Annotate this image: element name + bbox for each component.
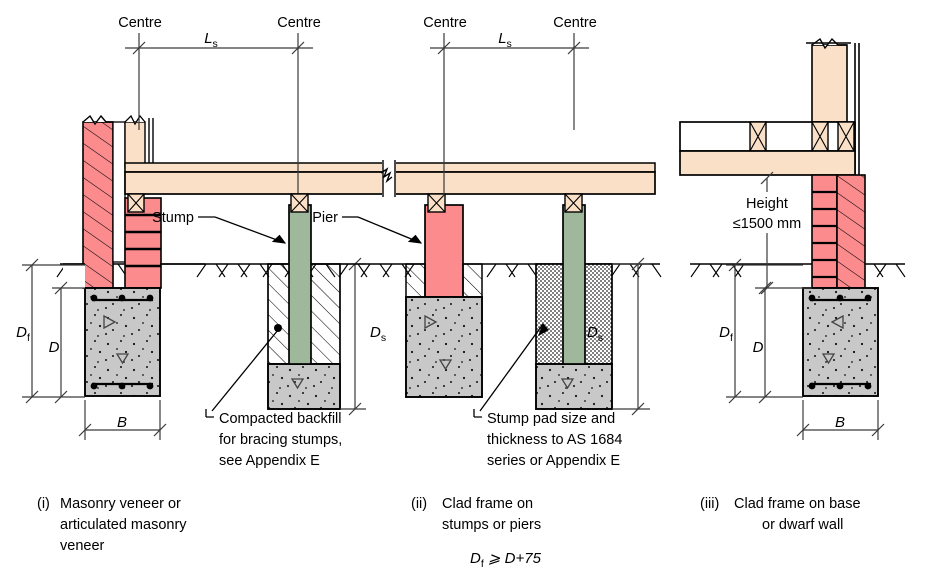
dim-label-centre-right-1: Centre bbox=[277, 15, 321, 31]
floor-joist-zone bbox=[679, 121, 856, 176]
dim-label-df-3: Df bbox=[719, 324, 733, 344]
wall-frame-timber bbox=[124, 114, 154, 168]
dim-label-ds-2: Ds bbox=[587, 324, 603, 344]
dim-d-3 bbox=[758, 281, 772, 404]
caption-ii-line1: Clad frame on bbox=[442, 496, 533, 512]
note-backfill-line2: for bracing stumps, bbox=[219, 432, 342, 448]
bearer-right bbox=[679, 150, 856, 176]
strip-footing-right bbox=[802, 287, 879, 397]
note-stump-pad-line1: Stump pad size and bbox=[487, 411, 615, 427]
caption-iii-line1: Clad frame on base bbox=[734, 496, 861, 512]
stump-with-pad-assembly bbox=[473, 193, 613, 418]
dim-span-ls-2 bbox=[430, 41, 589, 55]
panel-clad-frame-stumps-piers: Pier Ds bbox=[312, 15, 662, 418]
ant-cap-stump bbox=[290, 193, 309, 213]
dim-label-centre-left-1: Centre bbox=[118, 15, 162, 31]
dim-label-d-3: D bbox=[753, 339, 764, 356]
break-symbol bbox=[380, 160, 396, 197]
timber-stump-2 bbox=[562, 204, 586, 365]
internal-blockwork-pier bbox=[124, 197, 162, 289]
brick-veneer-wall bbox=[82, 114, 114, 289]
note-stump-pad: Stump pad size and thickness to AS 1684 … bbox=[487, 411, 622, 469]
dim-label-centre-right-2: Centre bbox=[553, 15, 597, 31]
caption-ii-note: Df ⩾ D+75 bbox=[470, 550, 542, 570]
note-backfill-line1: Compacted backfill bbox=[219, 411, 342, 427]
note-compacted-backfill: Compacted backfill for bracing stumps, s… bbox=[219, 411, 342, 469]
note-stump-pad-line2: thickness to AS 1684 bbox=[487, 432, 622, 448]
panel-masonry-veneer: Centre Centre Ls Df D B bbox=[16, 15, 391, 440]
caption-iii: (iii) Clad frame on base or dwarf wall bbox=[700, 496, 861, 533]
pier-footing-pad bbox=[405, 296, 483, 398]
backfill-leader-dot bbox=[274, 324, 282, 332]
dim-label-df-1: Df bbox=[16, 324, 30, 344]
dim-span-ls-1 bbox=[125, 41, 313, 55]
strip-footing-left bbox=[63, 263, 205, 397]
backfill-leader-line bbox=[211, 329, 279, 412]
caption-i-line3: veneer bbox=[60, 538, 105, 554]
callout-label-pier: Pier bbox=[312, 210, 338, 226]
dim-label-b-3: B bbox=[835, 414, 845, 431]
stump-pad-leader-line bbox=[479, 323, 544, 412]
dim-d-1 bbox=[52, 281, 85, 404]
stump-pad-leader-arrow bbox=[538, 323, 549, 337]
caption-iii-line2: or dwarf wall bbox=[762, 517, 843, 533]
caption-ii: (ii) Clad frame on stumps or piers Df ⩾ … bbox=[411, 496, 542, 570]
callout-label-stump: Stump bbox=[152, 210, 194, 226]
dim-ds-2 bbox=[612, 257, 650, 416]
wall-cavity bbox=[112, 121, 126, 263]
floor-and-bearer-left bbox=[124, 162, 391, 195]
note-backfill-line3: see Appendix E bbox=[219, 453, 320, 469]
caption-i-line1: Masonry veneer or bbox=[60, 496, 181, 512]
dim-label-ds-1: Ds bbox=[370, 324, 386, 344]
dim-label-span-2: Ls bbox=[498, 30, 512, 50]
dim-label-height-line2: ≤1500 mm bbox=[733, 216, 801, 232]
stump-pad-concrete bbox=[267, 363, 341, 410]
stump-pad-concrete-2 bbox=[535, 363, 613, 410]
panel-clad-frame-base-dwarf-wall: Height ≤1500 mm Df D B bbox=[679, 37, 906, 440]
caption-ii-number: (ii) bbox=[411, 496, 427, 512]
caption-ii-line2: stumps or piers bbox=[442, 517, 541, 533]
caption-i-line2: articulated masonry bbox=[60, 517, 187, 533]
caption-i-number: (i) bbox=[37, 496, 50, 512]
caption-iii-number: (iii) bbox=[700, 496, 719, 512]
ant-cap-pier-left bbox=[127, 193, 145, 213]
dim-label-span-1: Ls bbox=[204, 30, 218, 50]
dim-label-centre-left-2: Centre bbox=[423, 15, 467, 31]
dim-b-3 bbox=[796, 400, 885, 440]
dim-df-1 bbox=[22, 258, 85, 404]
callout-arrow-stump bbox=[271, 234, 287, 244]
ant-cap-stump-2 bbox=[564, 193, 583, 213]
dwarf-wall bbox=[811, 174, 866, 289]
dim-label-d-1: D bbox=[49, 339, 60, 356]
dim-label-b-1: B bbox=[117, 414, 127, 431]
callout-arrow-pier bbox=[407, 234, 423, 244]
caption-i: (i) Masonry veneer or articulated masonr… bbox=[37, 496, 187, 554]
floor-and-bearer-right bbox=[380, 160, 656, 197]
dim-label-height-line1: Height bbox=[746, 196, 788, 212]
timber-stump bbox=[288, 204, 312, 365]
masonry-pier bbox=[405, 193, 483, 298]
dim-b-1 bbox=[78, 400, 167, 440]
note-stump-pad-line3: series or Appendix E bbox=[487, 453, 620, 469]
